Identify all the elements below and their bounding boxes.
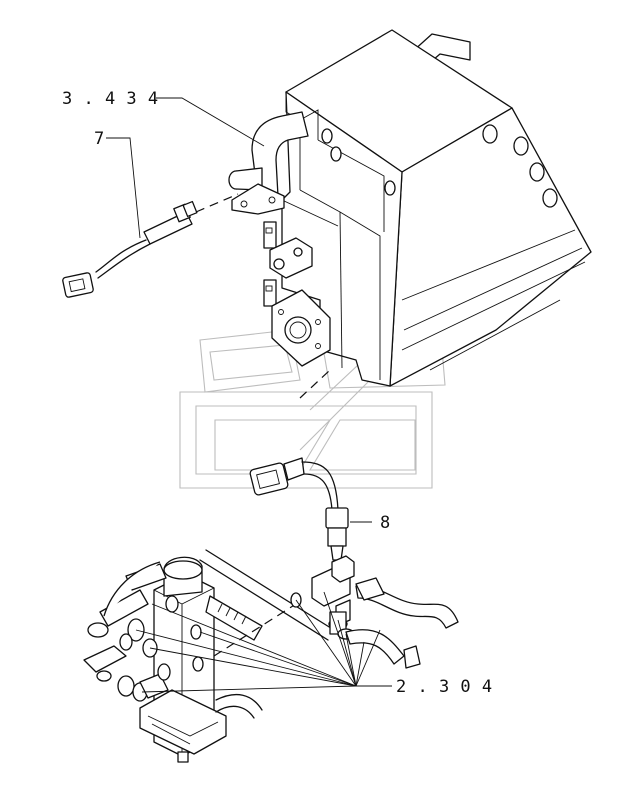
hydraulic-tank (228, 29, 592, 387)
callout-3434: 3 . 4 3 4 (62, 89, 159, 109)
callout-7: 7 (94, 129, 105, 149)
valve-block-assembly (83, 549, 335, 763)
leader-lines (106, 97, 392, 693)
tank-bolts (321, 124, 558, 208)
callout-2304: 2 . 3 0 4 (396, 677, 493, 697)
callout-8: 8 (380, 513, 391, 533)
pressure-switch-8 (249, 457, 349, 561)
align-line-7 (195, 193, 239, 213)
temperature-sensor-7 (62, 200, 198, 298)
align-line-tank (299, 369, 331, 399)
tee-fittings (311, 555, 459, 669)
